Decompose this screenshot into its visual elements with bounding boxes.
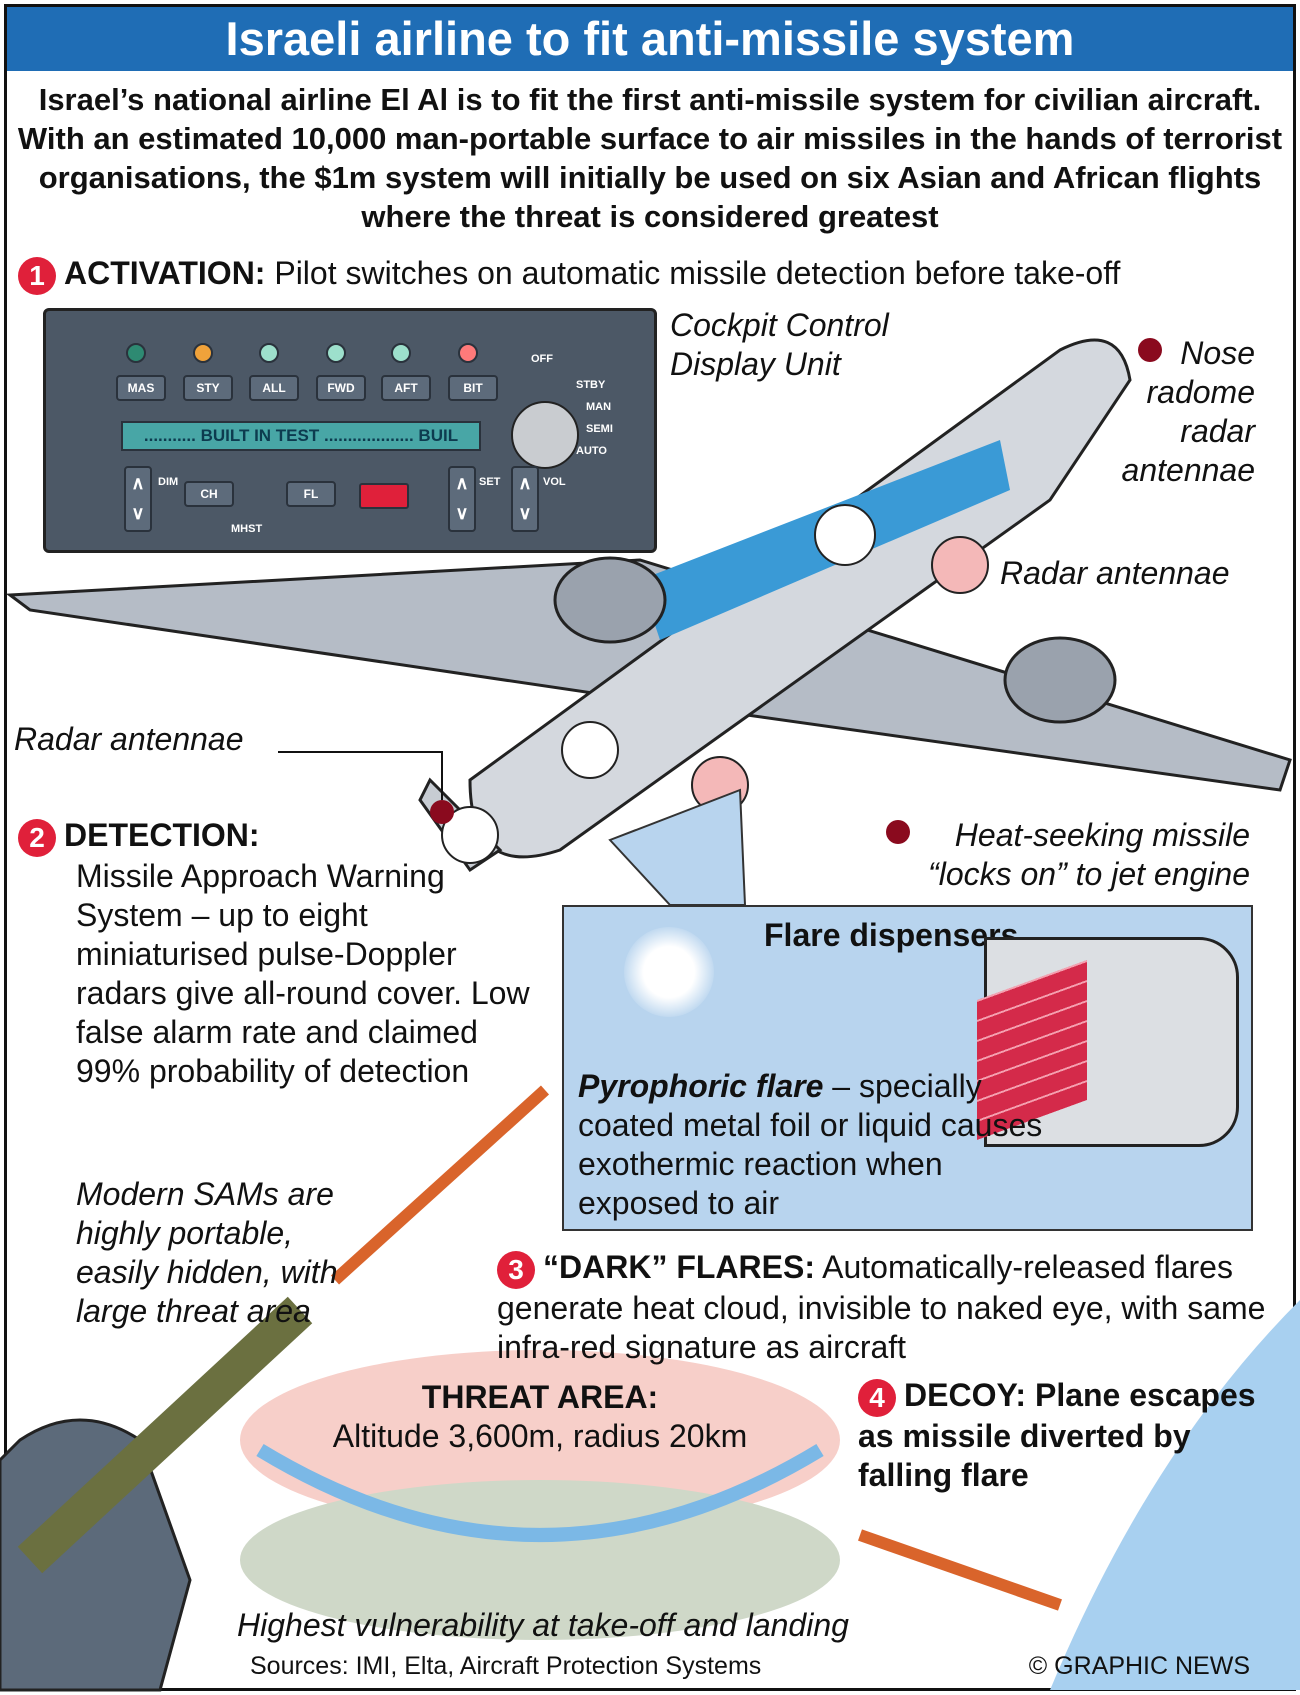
step-text: Plane escapes as missile diverted by fal…: [858, 1377, 1256, 1493]
indicator-light: [326, 343, 346, 363]
knob-label-off: OFF: [531, 353, 553, 365]
step-text: Automatically-released flares generate h…: [497, 1249, 1266, 1365]
frame: [4, 4, 1296, 1691]
bit-button[interactable]: BIT: [448, 375, 498, 401]
indicator-light: [391, 343, 411, 363]
sam-missile: [330, 1085, 1062, 1611]
pyro-body: – specially coated metal foil or liquid …: [578, 1068, 1043, 1221]
page-title: Israeli airline to fit anti-missile syst…: [7, 7, 1293, 71]
flight-path: [256, 1444, 824, 1542]
sty-button[interactable]: STY: [183, 375, 233, 401]
step-number: 2: [18, 818, 56, 857]
dim-rocker[interactable]: ∧∨: [124, 466, 152, 532]
mas-button[interactable]: MAS: [116, 375, 166, 401]
pointer-dots: [278, 338, 1162, 844]
indicator-light: [126, 343, 146, 363]
knob-label-stby: STBY: [576, 379, 606, 391]
ground-zone: [240, 1480, 840, 1640]
modern-sams-label: Modern SAMs are highly portable, easily …: [76, 1176, 338, 1329]
step-heading: “DARK” FLARES:: [543, 1249, 815, 1285]
sky-gradient: [1050, 1300, 1300, 1690]
pyrophoric-flare-text: Pyrophoric flare – specially coated meta…: [578, 1067, 1048, 1223]
mode-knob[interactable]: [511, 401, 579, 469]
airplane-illustration: [5, 338, 1292, 873]
pyro-heading: Pyrophoric flare: [578, 1068, 824, 1104]
fl-button[interactable]: FL: [286, 481, 336, 507]
vol-rocker[interactable]: ∧∨: [511, 466, 539, 532]
dispenser-unit: [977, 937, 1239, 1147]
knob-label-semi: SEMI: [586, 423, 613, 435]
knob-label-man: MAN: [586, 401, 612, 413]
flare-dispenser-panel: Flare dispensers Pyrophoric flare – spec…: [562, 905, 1253, 1231]
red-switch[interactable]: [359, 483, 409, 509]
nose-radome-label: Nose radome radar antennae: [1121, 335, 1255, 488]
step-number: 3: [497, 1250, 535, 1289]
step-number: 4: [858, 1378, 896, 1417]
radar-antennae-right-label: Radar antennae: [1000, 555, 1230, 591]
all-button[interactable]: ALL: [249, 375, 299, 401]
set-rocker[interactable]: ∧∨: [448, 466, 476, 532]
indicator-light: [259, 343, 279, 363]
step-heading: ACTIVATION:: [64, 255, 266, 291]
mhst-label: MHST: [231, 523, 263, 535]
callout-pointer: [608, 788, 747, 906]
indicator-light: [193, 343, 213, 363]
fwd-button[interactable]: FWD: [316, 375, 366, 401]
flare-title: Flare dispensers: [764, 917, 1019, 953]
step-text: Missile Approach Warning System – up to …: [76, 857, 530, 1089]
dim-label: DIM: [158, 476, 179, 488]
flare-burst: [624, 927, 714, 1017]
display-readout: ........... BUILT IN TEST ..............…: [121, 421, 481, 451]
sources: Sources: IMI, Elta, Aircraft Protection …: [250, 1652, 762, 1680]
heat-seeking-label: Heat-seeking missile “locks on” to jet e…: [928, 817, 1250, 892]
step-number: 1: [18, 256, 56, 295]
launcher-operator: [0, 1296, 313, 1692]
step-heading: DECOY:: [904, 1377, 1027, 1413]
set-label: SET: [479, 476, 501, 488]
threat-text: Altitude 3,600m, radius 20km: [332, 1418, 748, 1454]
vol-label: VOL: [543, 476, 566, 488]
ch-button[interactable]: CH: [184, 481, 234, 507]
step-dark-flares: 3“DARK” FLARES: Automatically-released f…: [497, 1248, 1267, 1367]
knob-label-auto: AUTO: [576, 445, 607, 457]
cockpit-control-display-unit: MAS STY ALL FWD AFT BIT ........... BUIL…: [43, 308, 657, 553]
threat-area-zone: [240, 1350, 840, 1530]
credit: © GRAPHIC NEWS: [1028, 1652, 1250, 1680]
aft-button[interactable]: AFT: [381, 375, 431, 401]
indicator-light: [458, 343, 478, 363]
threat-area-label: THREAT AREA: Altitude 3,600m, radius 20k…: [290, 1378, 790, 1456]
intro-text: Israel’s national airline El Al is to fi…: [17, 82, 1283, 234]
vulnerability-label: Highest vulnerability at take-off and la…: [237, 1607, 849, 1643]
radar-antennae-left-label: Radar antennae: [14, 721, 244, 757]
cockpit-label: Cockpit Control Display Unit: [670, 307, 889, 382]
step-text: Pilot switches on automatic missile dete…: [265, 255, 1121, 291]
threat-heading: THREAT AREA:: [421, 1379, 659, 1415]
step-heading: DETECTION:: [64, 817, 260, 853]
